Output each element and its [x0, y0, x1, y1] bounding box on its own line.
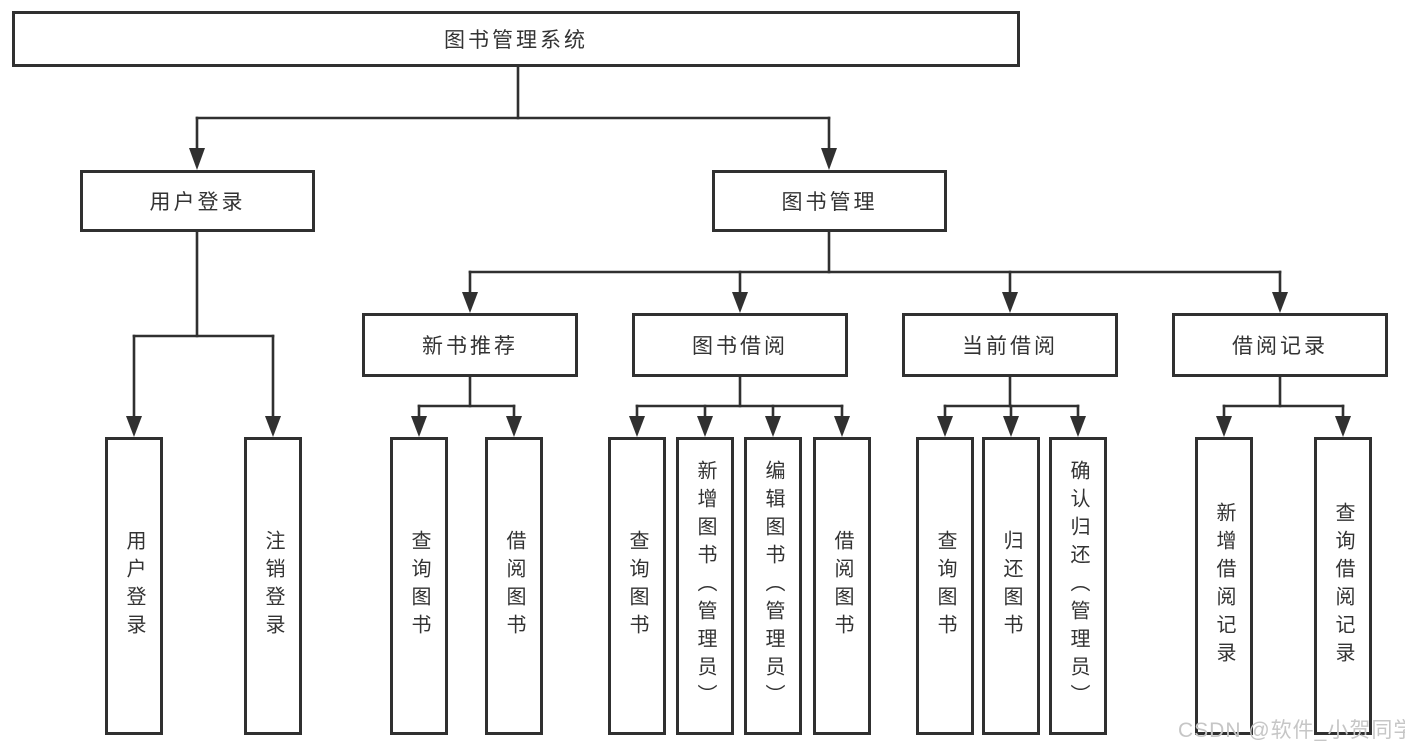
leaf-label: 归还图书	[1000, 530, 1022, 642]
node-leaf-query-books-2: 查询图书	[608, 437, 666, 735]
node-current-borrowing: 当前借阅	[902, 313, 1118, 377]
leaf-label: 查询图书	[934, 530, 956, 642]
leaf-label: 用户登录	[123, 530, 145, 642]
leaf-label: 注销登录	[262, 530, 284, 642]
leaf-label: 编辑图书（管理员）	[762, 460, 784, 712]
node-leaf-confirm-return-admin: 确认归还（管理员）	[1049, 437, 1107, 735]
leaf-label: 确认归还（管理员）	[1067, 460, 1089, 712]
leaf-label: 借阅图书	[503, 530, 525, 642]
leaf-label: 查询图书	[408, 530, 430, 642]
node-new-book-recommend: 新书推荐	[362, 313, 578, 377]
node-book-borrowing: 图书借阅	[632, 313, 848, 377]
node-leaf-user-login: 用户登录	[105, 437, 163, 735]
node-leaf-return-books: 归还图书	[982, 437, 1040, 735]
node-leaf-edit-books-admin: 编辑图书（管理员）	[744, 437, 802, 735]
leaf-label: 新增图书（管理员）	[694, 460, 716, 712]
node-borrowing-records: 借阅记录	[1172, 313, 1388, 377]
node-user-login-branch: 用户登录	[80, 170, 315, 232]
leaf-label: 借阅图书	[831, 530, 853, 642]
node-root-system: 图书管理系统	[12, 11, 1020, 67]
node-leaf-query-books-1: 查询图书	[390, 437, 448, 735]
leaf-label: 查询图书	[626, 530, 648, 642]
node-leaf-borrow-books-2: 借阅图书	[813, 437, 871, 735]
node-leaf-query-borrow-record: 查询借阅记录	[1314, 437, 1372, 735]
leaf-label: 新增借阅记录	[1213, 502, 1235, 670]
node-leaf-add-borrow-record: 新增借阅记录	[1195, 437, 1253, 735]
csdn-watermark: CSDN @软件_小贺同学	[1178, 719, 1405, 742]
node-leaf-logout: 注销登录	[244, 437, 302, 735]
node-leaf-query-books-3: 查询图书	[916, 437, 974, 735]
node-book-management-branch: 图书管理	[712, 170, 947, 232]
node-leaf-add-books-admin: 新增图书（管理员）	[676, 437, 734, 735]
node-leaf-borrow-books-1: 借阅图书	[485, 437, 543, 735]
leaf-label: 查询借阅记录	[1332, 502, 1354, 670]
